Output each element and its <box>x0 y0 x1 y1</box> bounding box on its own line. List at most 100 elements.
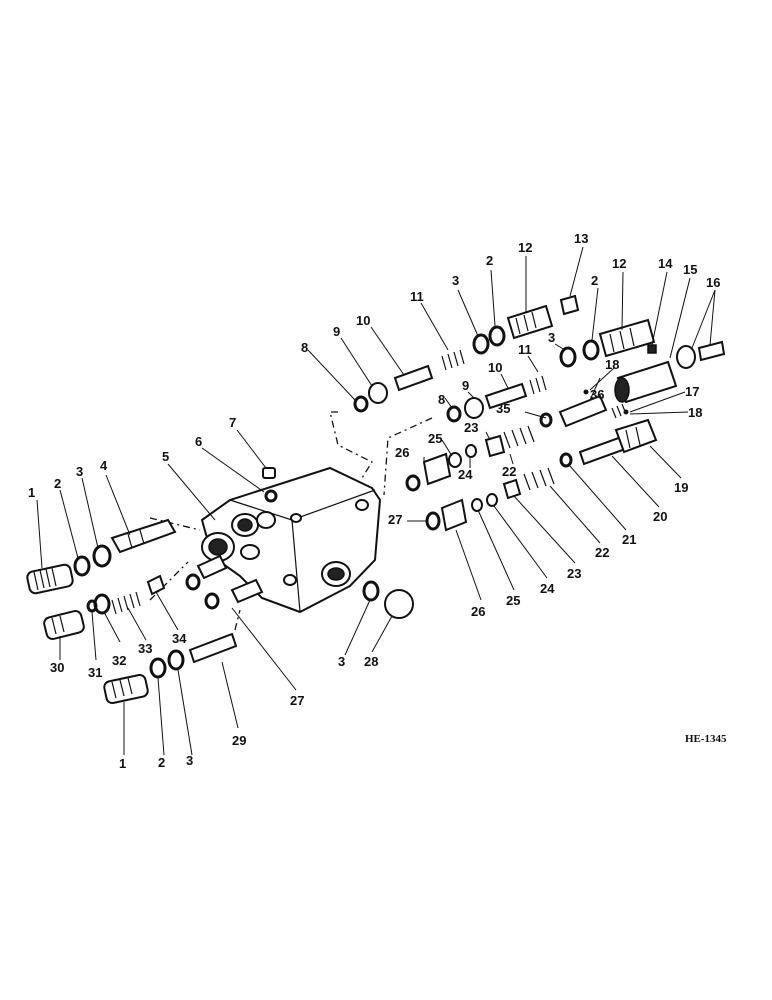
ring-21 <box>559 452 573 468</box>
callout: 25 <box>428 431 442 446</box>
pin-23-a <box>484 434 506 458</box>
callout: 8 <box>438 392 445 407</box>
ring-35 <box>539 412 553 428</box>
callout: 6 <box>195 434 202 449</box>
plug-28 <box>384 589 414 619</box>
pin-36 <box>558 394 608 428</box>
reference-code: HE-1345 <box>685 733 727 745</box>
callout: 24 <box>458 467 473 482</box>
oring-3-lower <box>167 649 185 671</box>
washer-24-b <box>486 493 498 507</box>
cap-19 <box>614 418 658 454</box>
washer-25-a <box>448 452 462 468</box>
callout: 4 <box>100 458 108 473</box>
callout: 23 <box>567 566 581 581</box>
callout: 3 <box>452 273 459 288</box>
left-parts <box>26 467 278 705</box>
pin-left-a <box>196 554 228 580</box>
spring-22-b <box>523 467 555 491</box>
callout: 27 <box>388 512 402 527</box>
washer-25-b <box>471 498 483 512</box>
leader-lines <box>36 246 716 756</box>
callout: 11 <box>518 342 532 357</box>
plug-1-lower <box>103 673 149 705</box>
callout: 9 <box>333 324 340 339</box>
callout: 23 <box>464 420 478 435</box>
callout: 26 <box>395 445 409 460</box>
callout: 30 <box>50 660 64 675</box>
ball-18-a <box>583 389 589 395</box>
callout: 33 <box>138 641 152 656</box>
callout: 1 <box>28 485 35 500</box>
callout: 16 <box>706 275 720 290</box>
callout: 22 <box>595 545 609 560</box>
ring-2-c <box>582 339 600 361</box>
washer-16 <box>676 345 696 369</box>
oring-3-upper <box>92 544 112 568</box>
callout: 17 <box>685 384 699 399</box>
callout: 12 <box>518 240 532 255</box>
callout: 2 <box>486 253 493 268</box>
callout: 34 <box>172 631 187 646</box>
callout: 20 <box>653 509 667 524</box>
ring-2-lower <box>149 657 167 679</box>
callout: 22 <box>502 464 516 479</box>
plug-1-upper <box>26 563 74 595</box>
oring-3-d <box>362 580 380 602</box>
callout: 21 <box>622 532 636 547</box>
plug-30 <box>43 610 85 640</box>
spring-22-a <box>503 425 535 449</box>
callout: 24 <box>540 581 555 596</box>
ball-14 <box>647 344 657 354</box>
callout-numbers: 1 2 3 4 5 6 7 8 9 10 11 3 2 12 13 12 2 1… <box>28 231 720 771</box>
callout: 36 <box>590 387 604 402</box>
callout: 2 <box>158 755 165 770</box>
callout: 19 <box>674 480 688 495</box>
callout: 28 <box>364 654 378 669</box>
pin-10-a <box>393 364 434 392</box>
callout: 7 <box>229 415 236 430</box>
pin-10-b <box>484 382 528 410</box>
callout: 2 <box>54 476 61 491</box>
nut-13 <box>559 294 580 316</box>
fitting-12-b <box>598 318 656 358</box>
callout: 13 <box>574 231 588 246</box>
pin-left-b <box>230 578 264 604</box>
callout: 9 <box>462 378 469 393</box>
ball-18-b <box>623 409 629 415</box>
callout: 2 <box>591 273 598 288</box>
callout: 12 <box>612 256 626 271</box>
oring-3-c <box>559 346 577 368</box>
oring-8-b <box>446 405 462 423</box>
spring-11-b <box>529 375 547 395</box>
spring-11-a <box>441 349 465 371</box>
callout: 15 <box>683 262 697 277</box>
oring-27-d <box>425 511 441 531</box>
oring-27-a <box>185 573 201 591</box>
bolt-16 <box>697 340 726 362</box>
pin-29 <box>188 632 238 664</box>
callout: 18 <box>605 357 619 372</box>
oring-8-a <box>353 395 369 413</box>
callout: 3 <box>76 464 83 479</box>
oring-27-c <box>405 474 421 492</box>
callout: 25 <box>506 593 520 608</box>
callout: 14 <box>658 256 673 271</box>
callout: 27 <box>290 693 304 708</box>
cap-26-b <box>440 498 468 532</box>
sleeve-15 <box>614 360 678 404</box>
poppet-34 <box>146 574 166 596</box>
callout: 3 <box>186 753 193 768</box>
fitting-6-7 <box>262 467 278 503</box>
oring-3-b <box>472 333 490 355</box>
callout: 18 <box>688 405 702 420</box>
seal-9-a <box>368 382 388 404</box>
callout: 11 <box>410 289 424 304</box>
ring-32 <box>93 593 111 615</box>
cap-26-a <box>422 452 452 486</box>
callout: 31 <box>88 665 102 680</box>
spring-33 <box>111 591 141 615</box>
callout: 3 <box>548 330 555 345</box>
